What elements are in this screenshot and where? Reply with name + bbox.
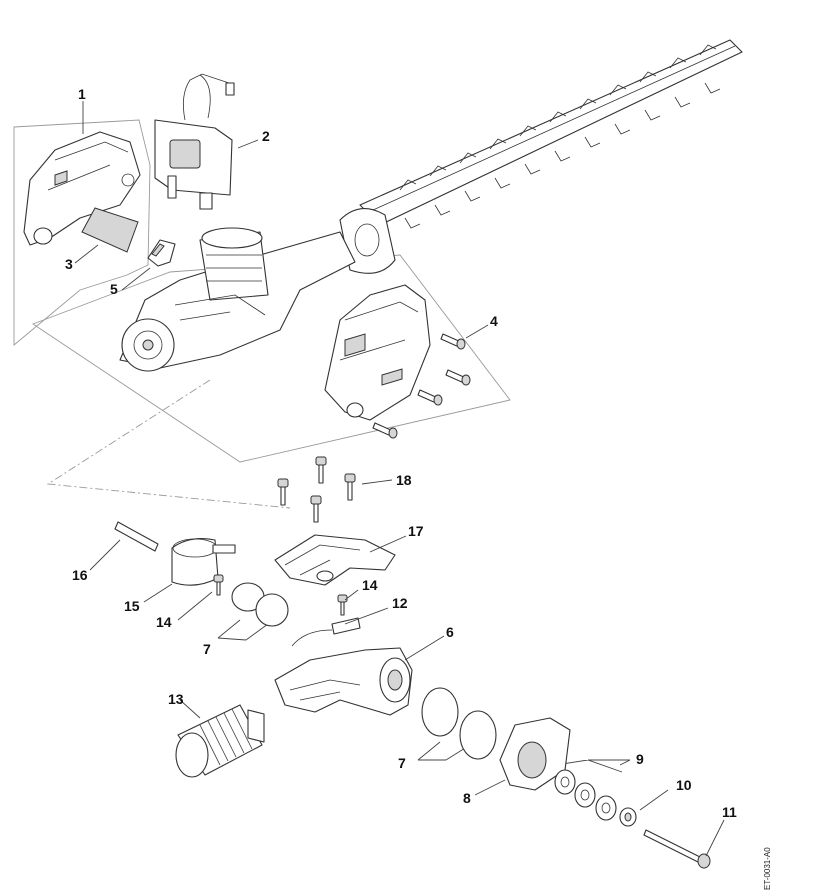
callout-8: 8 <box>463 790 471 806</box>
callout-17: 17 <box>408 523 424 539</box>
motor-housing <box>119 227 356 372</box>
callout-3: 3 <box>65 256 73 272</box>
callout-13: 13 <box>168 691 184 707</box>
callout-5: 5 <box>110 281 118 297</box>
callout-14-left: 14 <box>156 614 172 630</box>
callout-10: 10 <box>676 777 692 793</box>
callout-1: 1 <box>78 86 86 102</box>
cable-part <box>291 617 361 647</box>
callout-4: 4 <box>490 313 498 329</box>
callout-11: 11 <box>722 804 737 820</box>
callout-6: 6 <box>446 624 454 640</box>
leader-lines <box>74 101 725 857</box>
pad-part <box>81 207 139 253</box>
rings-7-lower <box>421 687 497 760</box>
rings-7-upper <box>231 582 289 627</box>
callout-18: 18 <box>396 472 412 488</box>
control-module-part <box>154 73 235 210</box>
gear-housing-part <box>274 647 413 716</box>
clamp-part <box>171 538 236 586</box>
right-cover-part <box>324 284 431 421</box>
washer-10 <box>619 807 637 827</box>
diagram-frames <box>13 119 630 773</box>
screws-18 <box>277 456 356 523</box>
bellows-part <box>175 704 265 778</box>
callout-15: 15 <box>124 598 140 614</box>
hedge-blade <box>339 39 743 274</box>
bracket-part <box>274 534 396 586</box>
switch-part <box>147 239 176 267</box>
screws-14 <box>213 574 348 616</box>
callout-2: 2 <box>262 128 270 144</box>
pin-part <box>114 521 159 552</box>
callout-16: 16 <box>72 567 88 583</box>
washers-9 <box>554 769 617 821</box>
callout-labels: 1 2 3 4 5 6 7 7 8 9 10 11 12 13 14 14 15… <box>65 86 737 820</box>
callout-14-right: 14 <box>362 577 378 593</box>
callout-9: 9 <box>636 751 644 767</box>
left-cover-part <box>23 131 141 246</box>
callout-12: 12 <box>392 595 408 611</box>
long-bolt-11 <box>643 829 711 869</box>
reference-code: ET-0031-A0 <box>763 847 772 890</box>
callout-7-lower: 7 <box>398 755 406 771</box>
callout-7-upper: 7 <box>203 641 211 657</box>
screws-4 <box>372 333 471 439</box>
cover-plate-part <box>499 717 571 791</box>
